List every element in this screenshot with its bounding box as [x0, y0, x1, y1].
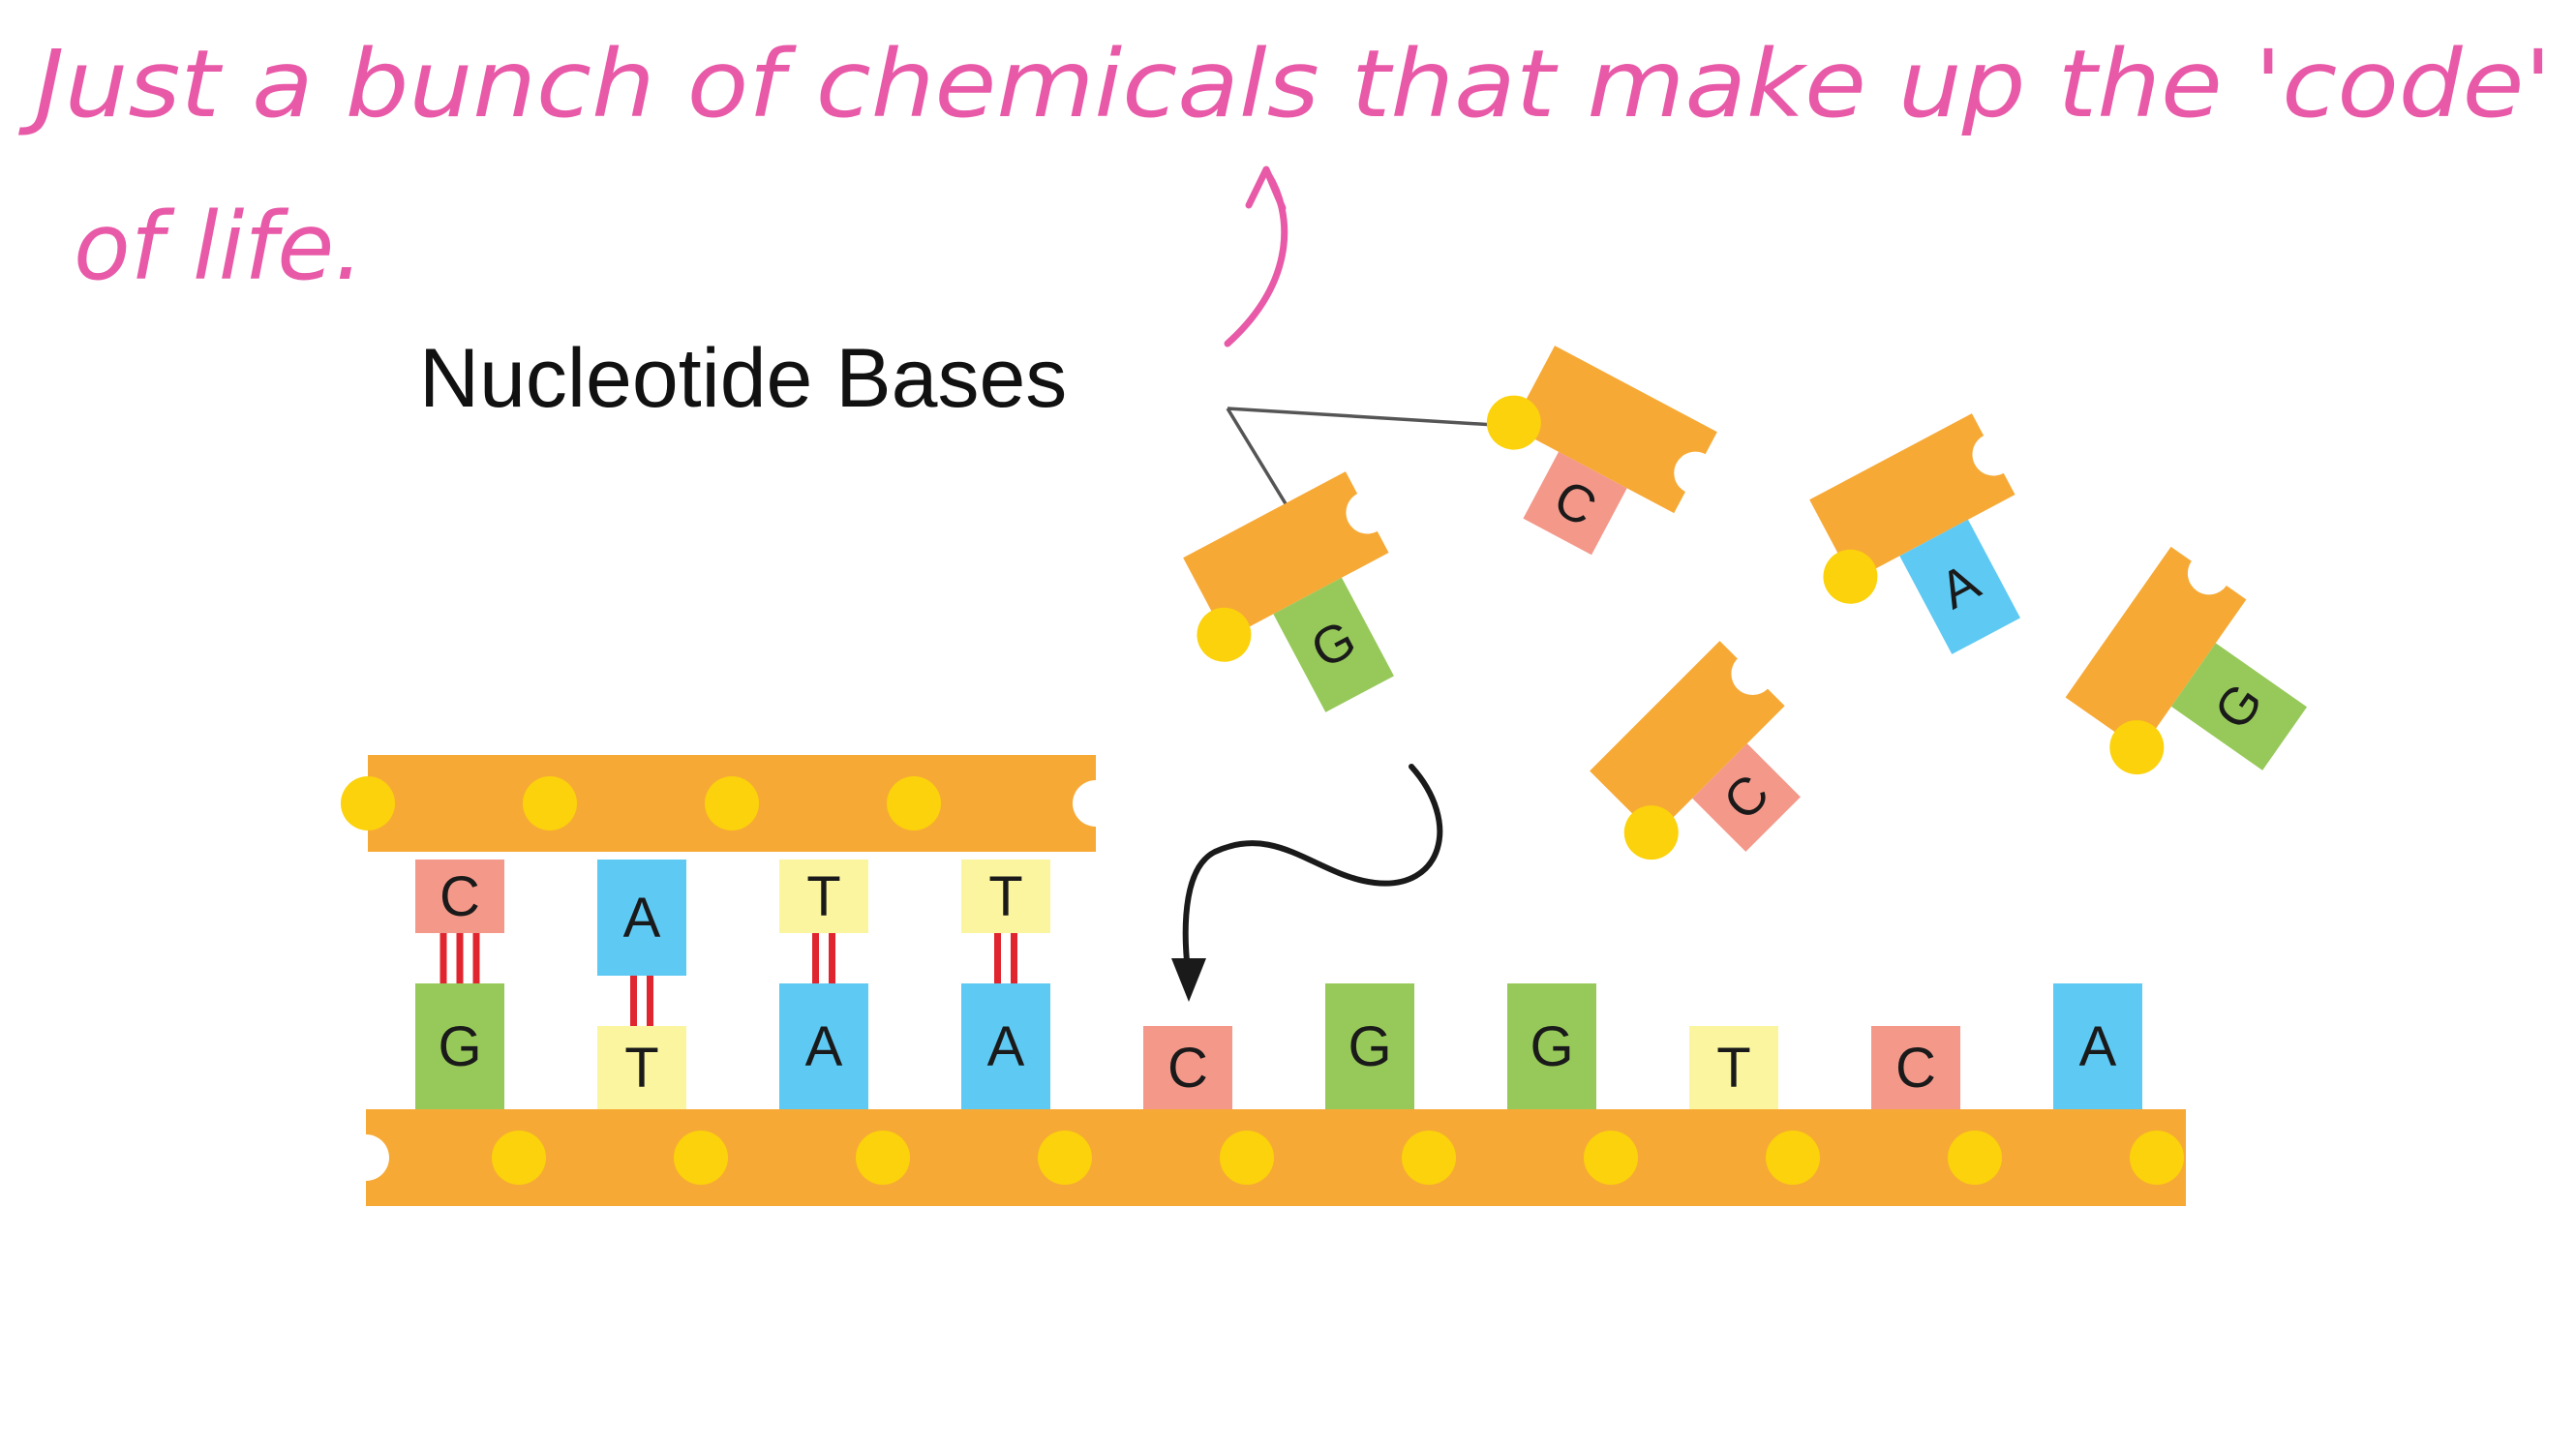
base-letter: T	[988, 865, 1022, 928]
phosphate-dot	[1948, 1131, 2002, 1185]
base-letter: A	[805, 1015, 843, 1078]
backbone-segment	[368, 755, 550, 852]
hydrogen-bond	[1011, 933, 1017, 983]
phosphate-dot	[705, 776, 759, 830]
phosphate-dot	[2130, 1131, 2184, 1185]
base-letter: C	[439, 865, 480, 928]
base-letter: G	[1348, 1015, 1391, 1078]
base-G: G	[415, 983, 504, 1109]
hydrogen-bond	[472, 933, 480, 983]
base-C: C	[1692, 743, 1801, 852]
base-C: C	[1143, 1026, 1232, 1109]
phosphate-dot	[1584, 1131, 1638, 1185]
phosphate-dot	[1038, 1131, 1092, 1185]
hydrogen-bond	[994, 933, 1001, 983]
base-letter: T	[806, 865, 840, 928]
annotation-line-1: Just a bunch of chemicals that make up t…	[18, 30, 2552, 138]
base-T: T	[961, 860, 1050, 933]
base-G: G	[2170, 643, 2308, 770]
hydrogen-bond	[647, 976, 653, 1026]
nucleotide-bases-label: Nucleotide Bases	[419, 332, 1067, 425]
phosphate-dot	[1766, 1131, 1820, 1185]
base-C: C	[415, 860, 504, 933]
annotation-line-2: of life.	[74, 193, 364, 301]
base-letter: G	[438, 1015, 481, 1078]
hydrogen-bond	[439, 933, 447, 983]
base-G: G	[1273, 577, 1394, 712]
base-letter: T	[1716, 1037, 1750, 1100]
free-nucleotide-G: G	[1183, 471, 1394, 712]
base-letter: G	[1530, 1015, 1573, 1078]
base-A: A	[597, 860, 686, 976]
incoming-nucleotide-arrow-head	[1171, 958, 1206, 1002]
phosphate-dot	[674, 1131, 728, 1185]
phosphate-dot	[856, 1131, 910, 1185]
phosphate-dot	[1402, 1131, 1456, 1185]
base-A: A	[1899, 519, 2020, 654]
annotation-arrow-head	[1245, 166, 1287, 212]
base-C: C	[1523, 451, 1627, 556]
bottom-strand	[343, 1109, 2186, 1206]
base-letter: A	[2079, 1015, 2117, 1078]
free-nucleotide-C: C	[1590, 641, 1801, 860]
free-nucleotide-C: C	[1486, 346, 1717, 556]
phosphate-dot	[1220, 1131, 1274, 1185]
base-letter: T	[624, 1037, 658, 1100]
hydrogen-bond	[812, 933, 819, 983]
base-letter: C	[1895, 1037, 1936, 1100]
base-pairs: C G A T T A T A C G G T C A	[415, 860, 2142, 1109]
phosphate-dot	[887, 776, 941, 830]
phosphate-dot	[492, 1131, 546, 1185]
base-T: T	[779, 860, 868, 933]
base-G: G	[1325, 983, 1414, 1109]
hydrogen-bond	[829, 933, 835, 983]
base-T: T	[1689, 1026, 1778, 1109]
base-letter: C	[1167, 1037, 1208, 1100]
phosphate-dot	[523, 776, 577, 830]
base-letter: A	[987, 1015, 1025, 1078]
base-A: A	[2053, 983, 2142, 1109]
hydrogen-bond	[630, 976, 637, 1026]
free-nucleotide-A: A	[1809, 413, 2020, 654]
base-C: C	[1871, 1026, 1960, 1109]
base-A: A	[961, 983, 1050, 1109]
incoming-nucleotide-arrow	[1182, 764, 1443, 981]
hydrogen-bond	[456, 933, 464, 983]
backbone-segment	[550, 755, 732, 852]
base-G: G	[1507, 983, 1596, 1109]
base-letter: A	[623, 887, 661, 950]
phosphate-dot	[341, 776, 395, 830]
base-T: T	[597, 1026, 686, 1109]
base-A: A	[779, 983, 868, 1109]
backbone-segment	[914, 755, 1119, 852]
top-strand	[341, 755, 1119, 852]
hydrogen-bonds	[439, 933, 1017, 1026]
free-nucleotide-G: G	[2065, 546, 2308, 775]
backbone-segment	[732, 755, 914, 852]
